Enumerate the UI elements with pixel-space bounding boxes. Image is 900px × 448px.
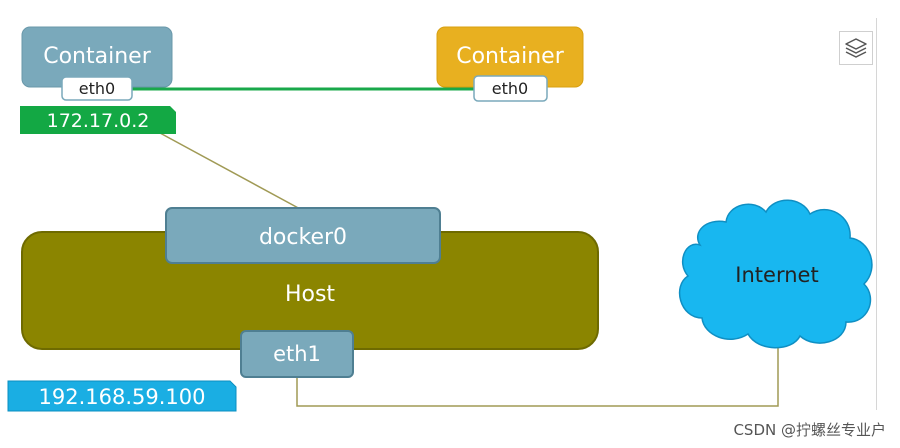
ip-left-label: 172.17.0.2: [47, 110, 150, 132]
container-left: Container eth0: [21, 26, 173, 101]
ip-tag-host: 192.168.59.100: [7, 380, 237, 412]
internet-label: Internet: [735, 263, 818, 287]
ip-host-label: 192.168.59.100: [39, 385, 206, 409]
eth0-right-label: eth0: [492, 79, 528, 98]
docker0-bridge: docker0: [165, 207, 441, 264]
watermark: CSDN @拧螺丝专业户: [733, 421, 886, 439]
docker0-label: docker0: [259, 225, 347, 250]
ip-tag-left: 172.17.0.2: [20, 106, 176, 134]
eth1-label: eth1: [273, 342, 321, 366]
internet-cloud: Internet: [678, 199, 873, 349]
eth0-left-label: eth0: [79, 79, 115, 98]
container-right: Container eth0: [436, 26, 584, 102]
eth0-right-port: [473, 75, 548, 102]
layers-button[interactable]: [839, 31, 873, 65]
eth0-left-port: [61, 76, 133, 101]
panel-divider: [876, 18, 877, 410]
host-label: Host: [285, 282, 335, 307]
container-left-label: Container: [43, 44, 151, 69]
link-eth1-internet: [296, 345, 779, 407]
link-ip-docker0: [159, 132, 303, 211]
eth1-port: eth1: [240, 330, 354, 378]
container-right-label: Container: [456, 44, 564, 69]
layers-icon: [845, 38, 867, 58]
